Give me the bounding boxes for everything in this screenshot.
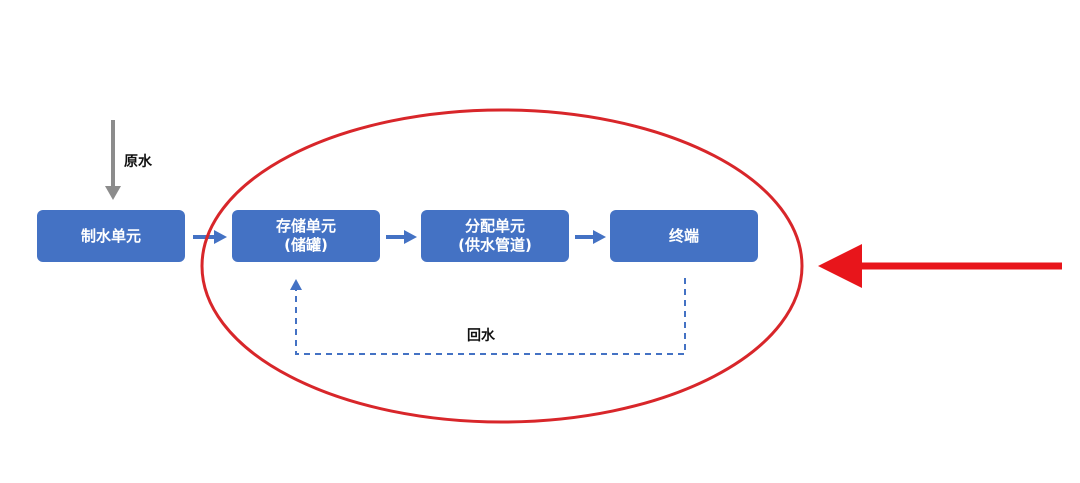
flow-arrow-make-to-storage	[193, 230, 227, 244]
storage-unit-box: 存储单元 (储罐)	[232, 210, 380, 262]
return-water-loop	[290, 278, 686, 355]
pointer-arrow	[818, 244, 1062, 288]
distribution-unit-sublabel: (供水管道)	[458, 236, 532, 254]
distribution-unit-box: 分配单元 (供水管道)	[421, 210, 569, 262]
storage-unit-sublabel: (储罐)	[284, 236, 328, 254]
water-making-unit-label: 制水单元	[80, 226, 141, 245]
storage-unit-label: 存储单元	[275, 217, 336, 235]
terminal-box: 终端	[610, 210, 758, 262]
terminal-label: 终端	[668, 226, 699, 245]
distribution-unit-label: 分配单元	[464, 217, 525, 235]
return-water-label: 回水	[467, 328, 495, 344]
water-making-unit-box: 制水单元	[37, 210, 185, 262]
highlight-ellipse	[200, 108, 804, 424]
raw-water-arrow	[105, 120, 121, 200]
raw-water-label: 原水	[124, 154, 152, 170]
flow-arrow-distribution-to-terminal	[575, 230, 606, 244]
flow-arrow-storage-to-distribution	[386, 230, 417, 244]
